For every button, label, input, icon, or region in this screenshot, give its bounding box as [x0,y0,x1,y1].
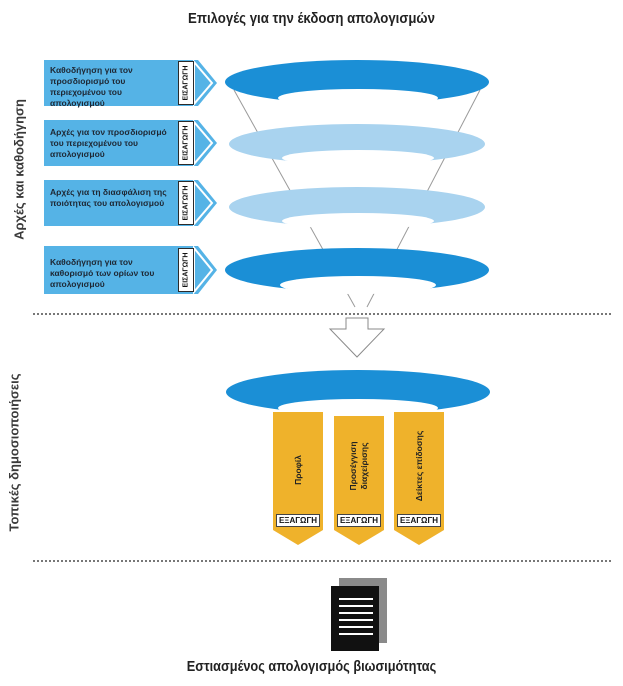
output-tag-2: ΕΞΑΓΩΓΗ [337,514,381,527]
output-label-management-line2: διαχείρισης [359,442,369,490]
input-text-3: Αρχές για τη διασφάλιση της ποιότητας το… [50,187,167,208]
input-arrow-1 [44,59,217,107]
document-icon [331,578,387,651]
output-tag-3: ΕΞΑΓΩΓΗ [397,514,441,527]
funnel-ring-1 [225,60,489,107]
input-text-1: Καθοδήγηση για τον προσδιορισμό του περι… [50,65,133,108]
input-arrow-3 [44,179,217,227]
footer-caption: Εστιασμένος απολογισμός βιωσιμότητας [186,659,437,675]
funnel-ring-2 [229,124,485,166]
output-label-indicators: Δείκτες επίδοσης [414,430,424,502]
output-label-profile: Προφίλ [293,455,303,485]
output-column-2 [334,416,384,548]
input-text-4: Καθοδήγηση για τον καθορισμό των ορίων τ… [50,257,155,289]
input-tag-4: ΕΙΣΑΓΩΓΗ [178,248,194,292]
input-text-2: Αρχές για τον προσδιορισμό του περιεχομέ… [50,127,167,159]
output-tag-1: ΕΞΑΓΩΓΗ [276,514,320,527]
funnel-ring-4 [225,248,489,294]
diagram-title: Επιλογές για την έκδοση απολογισμών [188,10,435,27]
input-tag-2: ΕΙΣΑΓΩΓΗ [178,121,194,165]
output-label-management-line1: Προσέγγιση [348,441,358,491]
output-column-1 [273,412,323,548]
input-arrow-2 [44,119,217,167]
input-arrow-4 [44,245,217,295]
output-column-3 [394,412,444,548]
funnel-ring-3 [229,187,485,229]
separator-top [33,313,611,315]
input-tag-3: ΕΙΣΑΓΩΓΗ [178,181,194,225]
input-tag-1: ΕΙΣΑΓΩΓΗ [178,61,194,105]
separator-bottom [33,560,611,562]
output-ring [226,370,490,417]
down-arrow [328,317,386,358]
